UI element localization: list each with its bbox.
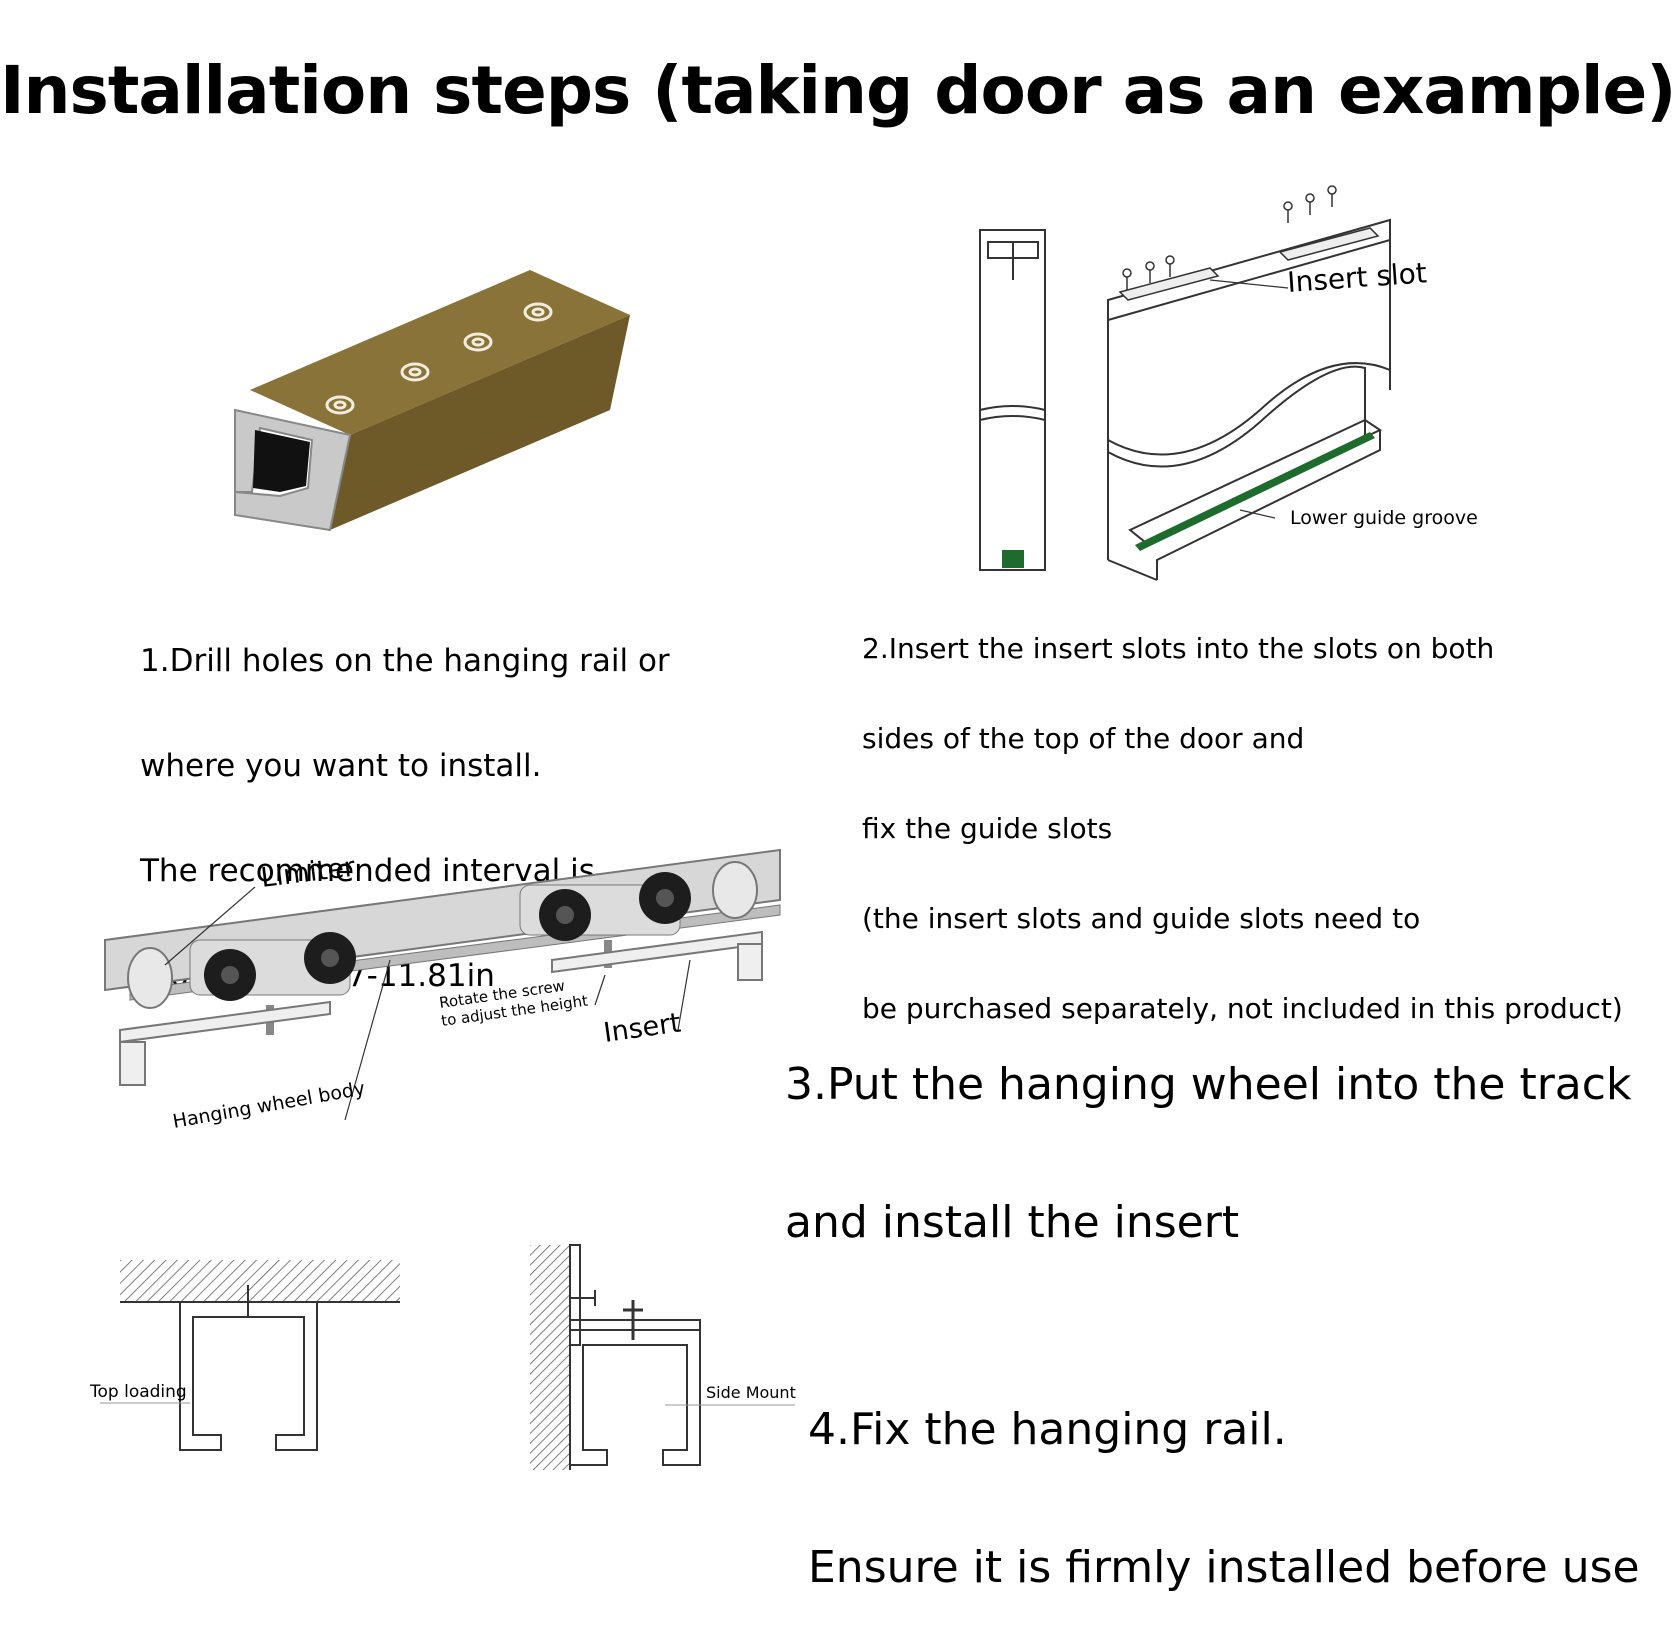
side-rail-profile — [569, 1329, 701, 1466]
top-slot-right — [1278, 227, 1380, 261]
step4-line: 4.Fix the hanging rail. — [808, 1404, 1287, 1455]
insert-label: Insert — [602, 1007, 683, 1048]
rail-end-profile — [234, 408, 352, 532]
wall-hatch — [530, 1245, 570, 1470]
step2-line: sides of the top of the door and — [862, 722, 1305, 755]
wheel-carriage-right — [519, 872, 691, 968]
step1-line: 1.Drill holes on the hanging rail or — [140, 643, 670, 679]
limiter-label: Limiter — [259, 852, 358, 894]
step3-line: 3.Put the hanging wheel into the track — [785, 1059, 1632, 1110]
door-side-profile — [979, 229, 1046, 571]
step3-track-illustration: Limiter Rotate the screw to adjust the h… — [104, 848, 781, 1133]
ceiling-hatch — [120, 1260, 400, 1302]
top-loading-label: Top loading — [89, 1382, 187, 1402]
drill-holes — [325, 302, 553, 415]
rail-top-face — [250, 270, 630, 435]
inserts — [119, 930, 763, 1086]
door-side-groove — [1002, 550, 1024, 568]
step1-rail-illustration — [234, 270, 630, 532]
step2-text: 2.Insert the insert slots into the slots… — [862, 574, 1623, 1054]
step2-line: 2.Insert the insert slots into the slots… — [862, 632, 1495, 665]
top-rail-profile — [179, 1301, 318, 1451]
rail-side-face — [330, 315, 630, 530]
step2-line: (the insert slots and guide slots need t… — [862, 902, 1421, 935]
step4-line: Ensure it is firmly installed before use — [808, 1542, 1640, 1593]
mount-bracket — [569, 1244, 581, 1346]
page-title: Installation steps (taking door as an ex… — [0, 52, 1675, 129]
step2-line: be purchased separately, not included in… — [862, 992, 1623, 1025]
wheel-carriage-left — [189, 932, 356, 1035]
screws — [1122, 185, 1337, 290]
door-box — [1107, 218, 1391, 581]
step3-text: 3.Put the hanging wheel into the track a… — [785, 970, 1631, 1292]
lower-guide-groove-strip — [1135, 432, 1375, 551]
step1-line: where you want to install. — [140, 748, 542, 784]
limiter-blocks — [127, 861, 758, 1009]
step3-line: and install the insert — [785, 1197, 1240, 1248]
hanging-wheel-body-label: Hanging wheel body — [171, 1077, 367, 1132]
lower-guide-groove-label: Lower guide groove — [1290, 507, 1478, 529]
step4-top-loading-diagram: Top loading — [89, 1260, 400, 1451]
side-mount-label: Side Mount — [706, 1383, 796, 1402]
step2-door-illustration: Insert slot Lower guide groove — [979, 185, 1478, 581]
top-slot-left — [1118, 267, 1220, 301]
step4-text: 4.Fix the hanging rail. Ensure it is fir… — [808, 1315, 1640, 1637]
step4-side-mount-diagram: Side Mount — [530, 1244, 796, 1470]
step2-line: fix the guide slots — [862, 812, 1113, 845]
